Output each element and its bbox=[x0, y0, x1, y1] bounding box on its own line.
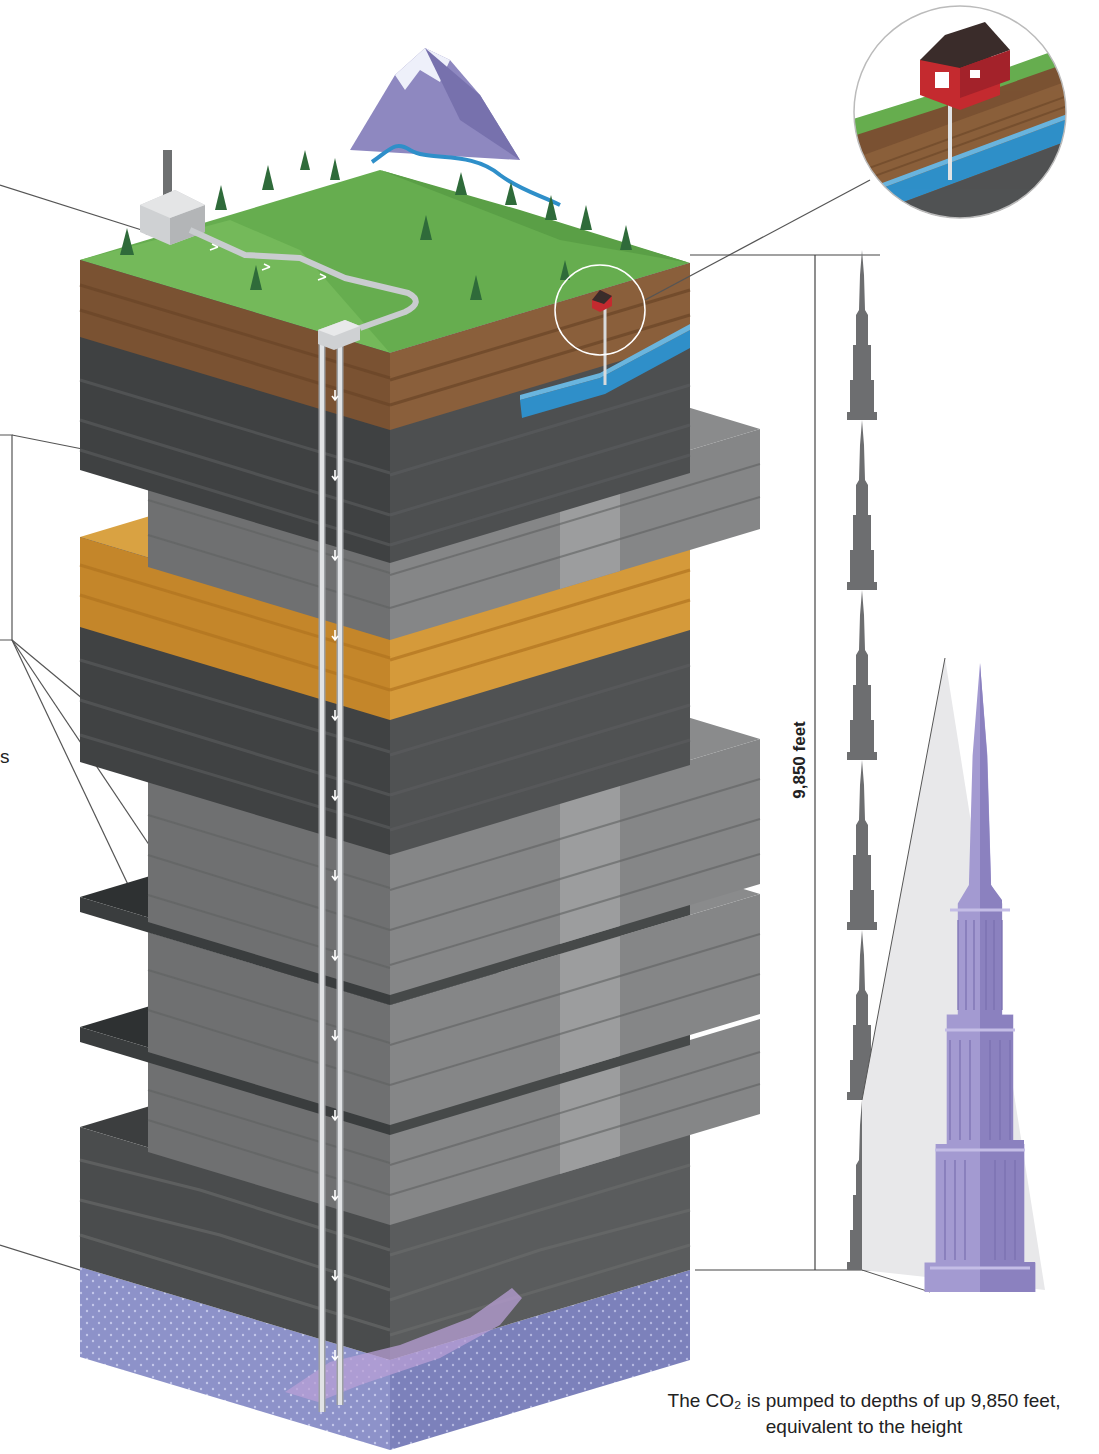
empire-state-building bbox=[945, 920, 1015, 1260]
inset-view bbox=[850, 0, 1070, 230]
farm-well bbox=[604, 305, 607, 385]
building-silhouettes bbox=[847, 760, 877, 930]
flow-arrows bbox=[332, 550, 338, 560]
leader-lines bbox=[0, 435, 12, 640]
flow-arrows bbox=[332, 390, 338, 1360]
flow-arrows bbox=[332, 870, 338, 880]
zoom-lines bbox=[862, 658, 945, 1100]
flow-arrows bbox=[332, 790, 338, 800]
rock-layer bbox=[80, 660, 690, 830]
trees bbox=[300, 150, 310, 170]
farm-well bbox=[555, 180, 870, 385]
farm-well bbox=[645, 180, 870, 300]
inset-view bbox=[935, 72, 949, 88]
trees bbox=[545, 195, 557, 220]
pipeline bbox=[190, 230, 416, 328]
flow-arrows bbox=[332, 470, 338, 480]
inset-view bbox=[970, 70, 980, 78]
inset-view bbox=[850, 0, 1070, 230]
surface-block bbox=[380, 170, 690, 263]
pipeline bbox=[210, 244, 326, 280]
flow-arrows bbox=[332, 630, 338, 640]
flow-arrows bbox=[332, 1350, 338, 1360]
surface-block bbox=[80, 170, 690, 563]
injection-well bbox=[319, 340, 326, 1412]
zoom-lines bbox=[862, 658, 1045, 1292]
mountain bbox=[350, 48, 560, 205]
cropped-label: s bbox=[0, 745, 40, 769]
mountain bbox=[350, 48, 520, 160]
injection-well bbox=[318, 320, 360, 1412]
factory bbox=[140, 190, 205, 218]
mountain bbox=[372, 146, 560, 205]
rock-layer bbox=[560, 936, 620, 1074]
trees bbox=[250, 265, 262, 290]
farm-well bbox=[555, 265, 645, 355]
flow-arrows bbox=[332, 1270, 338, 1280]
dimension-label: 9,850 feet bbox=[790, 690, 810, 830]
empire-state-building bbox=[925, 663, 1036, 1292]
flow-arrows bbox=[332, 710, 338, 720]
flow-arrows bbox=[332, 1190, 338, 1200]
farm-well bbox=[592, 290, 612, 304]
zoom-lines bbox=[862, 1270, 930, 1292]
injection-well bbox=[320, 340, 324, 1412]
empire-state-building bbox=[980, 663, 1035, 1292]
flow-arrows bbox=[332, 1030, 338, 1040]
inset-view bbox=[948, 98, 952, 180]
inset-view bbox=[850, 0, 1070, 230]
mountain bbox=[425, 48, 520, 160]
injection-well bbox=[318, 320, 360, 350]
injection-well bbox=[318, 320, 360, 336]
dimension-line bbox=[690, 254, 880, 255]
injection-well bbox=[338, 338, 342, 1405]
inset-view bbox=[854, 6, 1066, 218]
surface-block bbox=[390, 263, 690, 563]
building-silhouettes bbox=[847, 590, 877, 760]
trees bbox=[120, 228, 134, 255]
farm-well bbox=[592, 290, 612, 312]
factory bbox=[140, 190, 205, 245]
flow-arrows bbox=[332, 950, 338, 960]
flow-arrows bbox=[332, 390, 338, 400]
caption-text: The CO₂ is pumped to depths of up 9,850 … bbox=[626, 1388, 1099, 1440]
leader-lines bbox=[0, 185, 148, 232]
rock-layer bbox=[560, 781, 620, 944]
building-silhouettes bbox=[847, 250, 877, 420]
surface-block bbox=[80, 380, 690, 545]
building-silhouettes bbox=[847, 420, 877, 590]
injection-well bbox=[337, 338, 344, 1405]
inset-view bbox=[960, 50, 1010, 98]
trees bbox=[505, 182, 517, 205]
trees bbox=[420, 215, 432, 240]
flow-arrows bbox=[332, 1110, 338, 1120]
pipeline bbox=[190, 230, 416, 328]
dimension-line bbox=[814, 255, 815, 1270]
trees bbox=[120, 150, 632, 300]
trees bbox=[455, 172, 467, 195]
surface-block bbox=[390, 263, 690, 430]
empire-state-building bbox=[930, 910, 1030, 1268]
trees bbox=[470, 275, 482, 300]
empire-state-building bbox=[925, 663, 1036, 1292]
trees bbox=[262, 165, 274, 190]
trees bbox=[580, 205, 592, 230]
trees bbox=[620, 225, 632, 250]
trees bbox=[215, 185, 227, 210]
trees bbox=[330, 158, 340, 180]
